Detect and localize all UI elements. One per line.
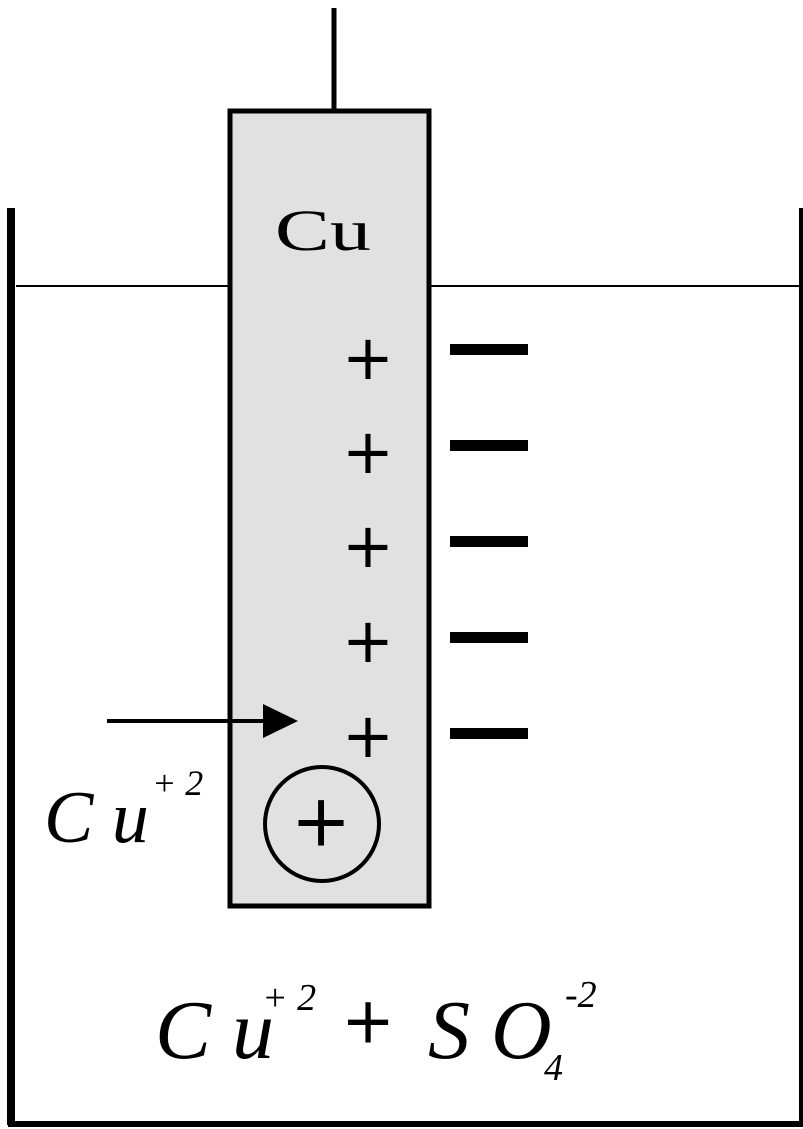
solution-negative-layer [450, 344, 528, 739]
copper-ion-label-charge: + 2 [152, 763, 203, 803]
arrow-head [263, 704, 298, 738]
solution-plus-sign: + [341, 985, 395, 1059]
solution-anion-subscript: 4 [544, 1047, 563, 1089]
copper-ion-sign: + [291, 779, 351, 863]
negative-charge-1 [450, 344, 528, 355]
solution-anion-charge: -2 [565, 974, 597, 1016]
positive-charge-2: + [342, 415, 394, 488]
copper-ion-label: C u + 2 [44, 763, 203, 859]
copper-electrode [227, 108, 432, 909]
solution-anion-base: S O [428, 984, 552, 1077]
beaker [7, 208, 803, 1127]
negative-charge-2 [450, 440, 528, 451]
positive-charge-3: + [342, 509, 394, 582]
negative-charge-3 [450, 536, 528, 547]
positive-charge-4: + [342, 604, 394, 677]
electrode-positive-charges: + + + + + [342, 321, 394, 772]
negative-charge-4 [450, 632, 528, 643]
solution-cation-base: C u [155, 984, 274, 1077]
positive-charge-5: + [342, 699, 394, 772]
solution-cation-charge: + 2 [262, 977, 316, 1019]
copper-ion-label-base: C u [44, 777, 149, 859]
electrode-label: Cu [275, 198, 371, 263]
positive-charge-1: + [342, 321, 394, 394]
solution-label: C u + 2 S O 4 -2 [155, 974, 597, 1089]
copper-ion-circle [263, 765, 381, 883]
negative-charge-5 [450, 728, 528, 739]
